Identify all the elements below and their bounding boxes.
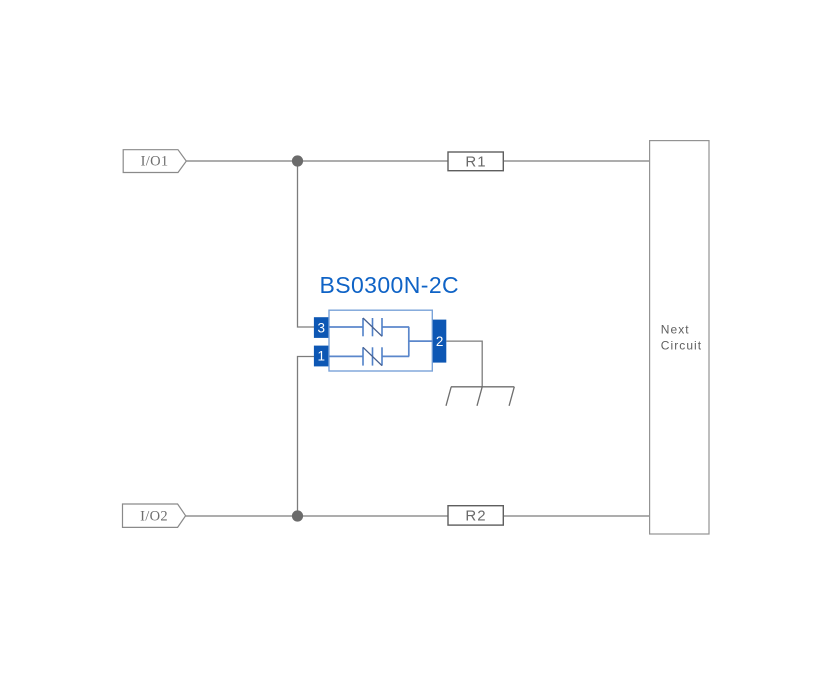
svg-text:2: 2 (436, 334, 444, 349)
svg-text:I/O1: I/O1 (141, 154, 169, 170)
svg-text:R2: R2 (465, 508, 486, 525)
svg-text:Circuit: Circuit (661, 338, 702, 352)
svg-text:I/O2: I/O2 (140, 508, 168, 524)
svg-text:R1: R1 (465, 153, 486, 170)
svg-text:1: 1 (317, 349, 325, 364)
svg-text:Next: Next (661, 322, 690, 336)
svg-text:BS0300N-2C: BS0300N-2C (320, 272, 460, 298)
svg-text:3: 3 (317, 320, 325, 335)
